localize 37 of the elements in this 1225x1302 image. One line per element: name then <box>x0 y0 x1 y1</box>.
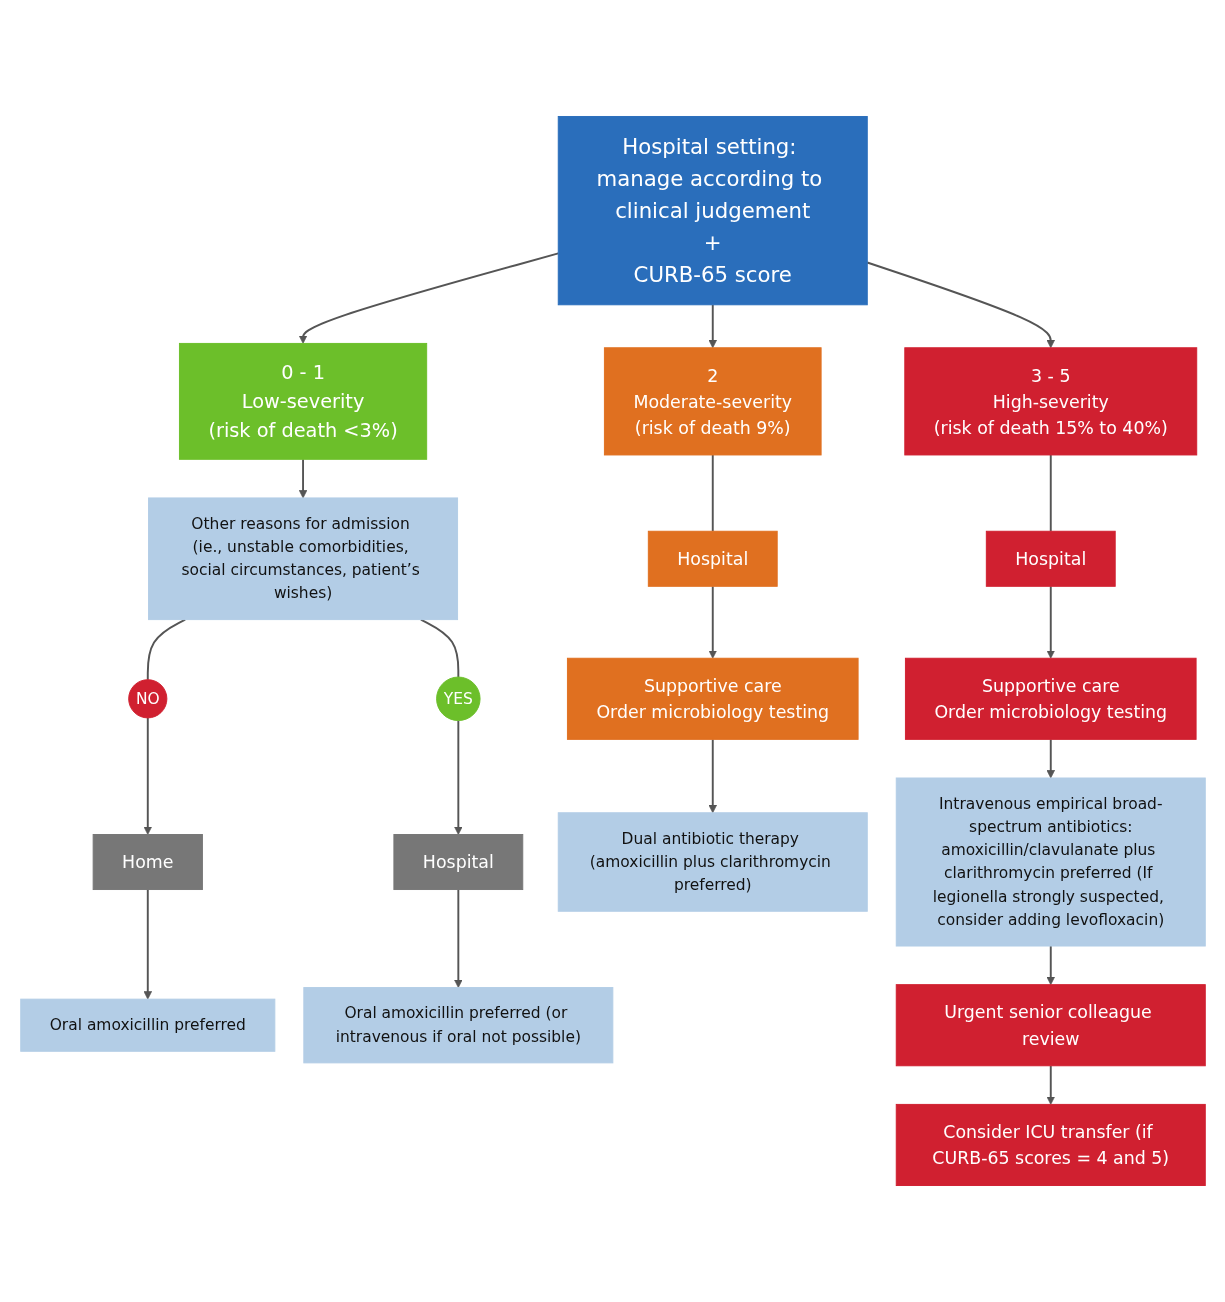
node-box: Hospital <box>647 530 778 587</box>
arrow <box>298 458 307 499</box>
connector <box>711 454 714 533</box>
node-box: 2 Moderate-severity (risk of death 9%) <box>603 347 822 456</box>
arrow <box>453 888 463 988</box>
arrow <box>1046 1064 1055 1105</box>
arrow <box>708 738 717 814</box>
node-box: Oral amoxicillin preferred (or intravenous if oral not possible) <box>302 987 613 1064</box>
arrow <box>143 888 152 1000</box>
node-circle: YES <box>435 676 481 722</box>
node-box: Supportive care Order microbiology testing <box>904 657 1197 740</box>
arrow <box>298 252 559 344</box>
arrow <box>708 585 717 659</box>
node-box: Urgent senior colleague review <box>895 984 1206 1067</box>
node-box: Hospital <box>392 834 523 890</box>
arrow <box>1046 945 1055 986</box>
node-box: Consider ICU transfer (if CURB-65 scores = 4 and 5) <box>895 1103 1206 1186</box>
node-box: Supportive care Order microbiology testing <box>566 657 859 740</box>
node-box: Oral amoxicillin preferred <box>19 998 275 1052</box>
arrow <box>453 719 463 835</box>
node-box: Hospital setting: manage according to clinical judgement + CURB-65 score <box>557 116 868 306</box>
arrow <box>1046 738 1055 779</box>
node-box: 0 - 1 Low-severity (risk of death <3%) <box>178 342 427 460</box>
arrow <box>708 303 717 349</box>
node-box: Home <box>92 834 203 890</box>
node-box: Dual antibiotic therapy (amoxicillin plus clarithromycin preferred) <box>557 812 868 912</box>
node-circle: NO <box>127 679 167 719</box>
arrow <box>865 261 1055 349</box>
connector <box>419 618 459 678</box>
arrow <box>143 716 152 835</box>
arrow <box>1046 585 1055 659</box>
node-box: Hospital <box>985 530 1116 587</box>
connector <box>1049 454 1052 533</box>
connector <box>146 618 186 681</box>
node-box: Intravenous empirical broad-spectrum antibiotics: amoxicillin/clavulanate plus clarithromycin preferred (If legionella strongly suspected, consider adding levofloxacin) <box>895 777 1206 947</box>
node-box: 3 - 5 High-severity (risk of death 15% to 40%) <box>903 347 1197 456</box>
node-box: Other reasons for admission (ie., unstable comorbidities, social circumstances, patient’s wishes) <box>147 497 458 621</box>
